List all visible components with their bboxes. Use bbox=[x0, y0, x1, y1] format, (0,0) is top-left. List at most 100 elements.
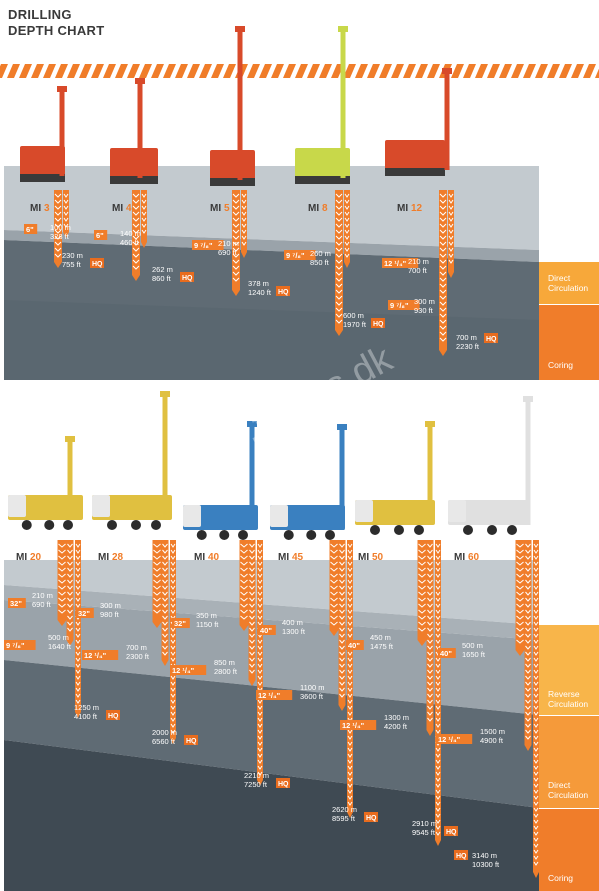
rig-mi50-shaft-3-chevron bbox=[435, 747, 441, 752]
rig-mi28-shaft-3-chevron bbox=[170, 657, 176, 662]
rig-mi45-shaft-3-chevron bbox=[347, 543, 353, 548]
rig-mi45-depth-3-ft: 8595 ft bbox=[332, 814, 356, 823]
rig-mi12-mast bbox=[444, 72, 450, 170]
legend-reverse-circulation: Reverse Circulation bbox=[539, 625, 599, 715]
rig-mi12-shaft-upper-chevron bbox=[448, 247, 454, 252]
rig-mi50-shaft-1-chevron bbox=[418, 621, 426, 626]
hazard-stripe bbox=[194, 64, 205, 78]
rig-mi60-diameter-2: 12 ¹/₄" bbox=[438, 735, 461, 744]
rig-mi40-diameter-1: 32" bbox=[174, 619, 186, 628]
rig-mi4-shaft-upper-chevron bbox=[141, 205, 147, 210]
rig-mi8-diameter-1: 9 ⁷/₈" bbox=[286, 251, 305, 260]
rig-mi50-shaft-3-chevron bbox=[435, 561, 441, 566]
rig-mi45-shaft-1-chevron bbox=[330, 609, 338, 614]
rig-mi40-shaft-1-chevron bbox=[240, 591, 248, 596]
rig-mi40-shaft-1-chevron bbox=[240, 603, 248, 608]
rig-mi28-shaft-3-chevron bbox=[170, 633, 176, 638]
rig-mi50-model-num: 50 bbox=[372, 552, 384, 563]
rig-mi60-shaft-3-chevron bbox=[533, 729, 539, 734]
rig-mi8-shaft-upper-chevron bbox=[344, 253, 350, 258]
hazard-stripe bbox=[374, 64, 385, 78]
rig-mi8-shaft-upper-chevron bbox=[344, 247, 350, 252]
rig-mi50-shaft-2-chevron bbox=[427, 663, 433, 668]
rig-mi28-wheel bbox=[107, 520, 117, 530]
rig-mi4-mast bbox=[137, 82, 143, 178]
rig-mi4-shaft-main-chevron bbox=[132, 211, 140, 216]
rig-mi8-depth-2-m: 600 m bbox=[343, 311, 364, 320]
rig-mi45-shaft-1-chevron bbox=[330, 543, 338, 548]
rig-mi5-shaft-main-tip bbox=[232, 290, 240, 296]
rig-mi40-shaft-2-chevron bbox=[249, 651, 255, 656]
rig-mi20-depth-3-ft: 4100 ft bbox=[74, 712, 98, 721]
rig-mi20-shaft-3-chevron bbox=[75, 645, 81, 650]
rig-mi12-depth-3-ft: 2230 ft bbox=[456, 342, 480, 351]
rig-mi45-shaft-3-chevron bbox=[347, 627, 353, 632]
rig-mi60-shaft-3-chevron bbox=[533, 651, 539, 656]
rig-mi40-shaft-2-chevron bbox=[249, 579, 255, 584]
rig-mi12-diameter-1: 12 ¹/₄" bbox=[384, 259, 407, 268]
rig-mi50-shaft-1-chevron bbox=[418, 561, 426, 566]
rig-mi45-shaft-3 bbox=[347, 540, 353, 812]
rig-mi8-shaft-main-chevron bbox=[335, 241, 343, 246]
rig-mi50-shaft-3-chevron bbox=[435, 789, 441, 794]
rig-mi20-model-num: 20 bbox=[30, 552, 42, 563]
rig-mi40-shaft-3-chevron bbox=[257, 615, 263, 620]
rig-mi20-shaft-3-tip bbox=[75, 712, 81, 718]
rig-mi50-shaft-2-chevron bbox=[427, 627, 433, 632]
rig-mi50-shaft-2-chevron bbox=[427, 597, 433, 602]
rig-mi5-shaft-upper-chevron bbox=[241, 223, 247, 228]
rig-mi50-shaft-2-chevron bbox=[427, 579, 433, 584]
rig-mi50-shaft-2-chevron bbox=[427, 675, 433, 680]
rig-mi60-shaft-3-chevron bbox=[533, 579, 539, 584]
rig-mi20-shaft-2-tip bbox=[66, 640, 74, 646]
rig-mi28-shaft-2-chevron bbox=[162, 651, 168, 656]
rig-mi45-shaft-3-chevron bbox=[347, 651, 353, 656]
rig-mi20-shaft-2-chevron bbox=[67, 549, 73, 554]
rig-mi8-depth-1-ft: 850 ft bbox=[310, 258, 330, 267]
rig-mi20-shaft-2-chevron bbox=[67, 585, 73, 590]
rig-mi8-shaft-upper-chevron bbox=[344, 241, 350, 246]
rig-mi5-depth-1-ft: 690 ft bbox=[218, 248, 238, 257]
rig-mi3-shaft-main-chevron bbox=[54, 253, 62, 258]
rig-mi50-mast-head bbox=[425, 421, 435, 427]
rig-mi20-shaft-2-chevron bbox=[67, 597, 73, 602]
rig-mi50-shaft-3-chevron bbox=[435, 627, 441, 632]
rig-mi5-shaft-upper-chevron bbox=[241, 217, 247, 222]
rig-mi40-core-bg bbox=[276, 778, 290, 788]
rig-mi45-shaft-3-chevron bbox=[347, 765, 353, 770]
rig-mi8-shaft-main-chevron bbox=[335, 253, 343, 258]
rig-mi50-shaft-1-chevron bbox=[418, 549, 426, 554]
rig-mi40-shaft-1-chevron bbox=[240, 549, 248, 554]
rig-mi3-shaft-main-chevron bbox=[54, 241, 62, 246]
rig-mi60-shaft-1-chevron bbox=[516, 543, 524, 548]
hazard-stripe bbox=[554, 64, 565, 78]
hazard-stripe bbox=[398, 64, 409, 78]
rig-mi45-shaft-3-chevron bbox=[347, 783, 353, 788]
rig-mi20-shaft-3-chevron bbox=[75, 591, 81, 596]
rig-mi60-shaft-2-chevron bbox=[525, 627, 531, 632]
rig-mi45-shaft-2-chevron bbox=[339, 663, 345, 668]
hazard-stripe bbox=[386, 64, 397, 78]
hazard-stripe bbox=[470, 64, 481, 78]
rig-mi20-shaft-3-chevron bbox=[75, 585, 81, 590]
rig-mi40-shaft-1-chevron bbox=[240, 579, 248, 584]
rig-mi4-shaft-upper-chevron bbox=[141, 223, 147, 228]
rig-mi20-shaft-1-tip bbox=[57, 620, 67, 626]
rig-mi60-shaft-3-chevron bbox=[533, 765, 539, 770]
rig-mi28-mast bbox=[162, 395, 168, 520]
rig-mi5-shaft-upper-chevron bbox=[241, 205, 247, 210]
rig-mi45-core: HQ bbox=[366, 815, 377, 822]
rig-mi4-shaft-main-chevron bbox=[132, 229, 140, 234]
rig-mi28-shaft-3-chevron bbox=[170, 555, 176, 560]
rig-mi12-shaft-main-chevron bbox=[439, 331, 447, 336]
rig-mi50-shaft-3-tip bbox=[435, 840, 441, 846]
rig-mi5-shaft-upper-chevron bbox=[241, 193, 247, 198]
rig-mi4-tracks bbox=[110, 176, 158, 184]
rig-mi28-depth-1-m: 300 m bbox=[100, 601, 121, 610]
rig-mi12-shaft-main-chevron bbox=[439, 217, 447, 222]
rig-mi28-shaft-2-chevron bbox=[162, 633, 168, 638]
rig-mi50-shaft-2-chevron bbox=[427, 681, 433, 686]
rig-mi40-core: HQ bbox=[278, 781, 289, 788]
rig-mi8-shaft-main-chevron bbox=[335, 205, 343, 210]
rig-mi45-wheel bbox=[306, 530, 317, 540]
